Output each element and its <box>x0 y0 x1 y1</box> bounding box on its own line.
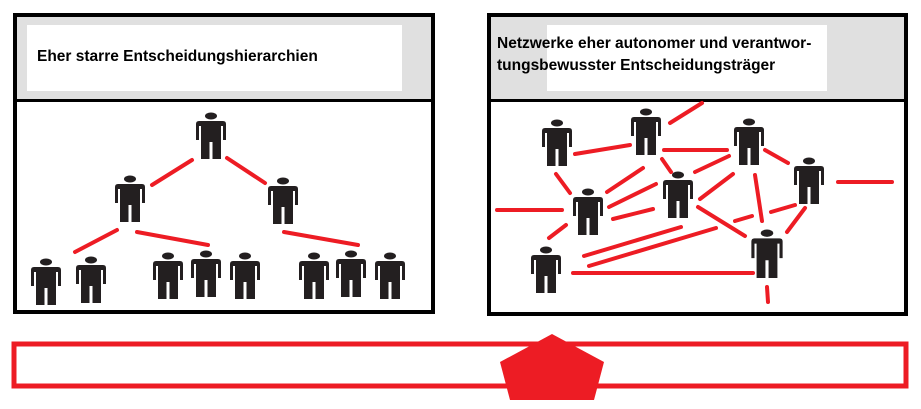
connection-line <box>668 101 704 125</box>
slider-track <box>11 341 909 389</box>
connection-line <box>73 228 119 254</box>
connection-line <box>763 148 790 165</box>
person-icon <box>631 108 661 155</box>
connection-line <box>733 214 754 223</box>
network-title-line2: tungsbewusster Entscheidungsträger <box>497 57 776 74</box>
connection-line <box>587 226 718 268</box>
connection-line <box>150 158 194 187</box>
connection-line <box>225 156 267 185</box>
network-panel: Netzwerke eher autonomer und verantwor- … <box>487 13 908 316</box>
connection-line <box>753 173 764 223</box>
connection-line <box>573 143 632 156</box>
connection-line <box>698 172 735 201</box>
person-icon <box>751 229 783 278</box>
connection-line <box>605 166 645 194</box>
person-icon <box>268 177 298 224</box>
person-icon <box>336 250 366 297</box>
person-icon <box>230 252 260 299</box>
hierarchy-people <box>31 112 405 305</box>
person-icon <box>375 252 405 299</box>
network-title-line1: Netzwerke eher autonomer und verantwor- <box>497 35 812 52</box>
connection-line <box>660 157 673 174</box>
person-icon <box>196 112 226 159</box>
connection-line <box>554 172 572 195</box>
title-box <box>547 25 827 91</box>
person-icon <box>191 250 221 297</box>
person-icon <box>734 118 764 165</box>
connection-line <box>611 207 655 221</box>
person-icon <box>299 252 329 299</box>
person-icon <box>794 157 824 204</box>
connection-lines <box>73 101 894 304</box>
connection-line <box>696 205 747 238</box>
connection-line <box>765 285 770 304</box>
person-icon <box>31 258 61 305</box>
connection-line <box>547 223 568 240</box>
hierarchy-panel: Eher starre Entscheidungshierarchien <box>13 13 435 314</box>
person-icon <box>531 246 561 293</box>
hierarchy-title: Eher starre Entscheidungshierarchien <box>37 48 318 65</box>
person-icon <box>542 119 572 166</box>
hierarchy-header: Eher starre Entscheidungshierarchien <box>17 17 431 102</box>
connection-line <box>693 154 731 174</box>
connection-line <box>607 182 658 209</box>
title-box <box>27 25 402 91</box>
connection-line <box>769 203 797 214</box>
person-icon <box>153 252 183 299</box>
connection-line <box>785 206 807 234</box>
network-header: Netzwerke eher autonomer und verantwor- … <box>491 17 904 102</box>
person-icon <box>115 175 145 222</box>
person-icon <box>573 188 603 235</box>
pentagon-marker <box>500 334 604 400</box>
person-icon <box>76 256 106 303</box>
connection-line <box>282 230 360 247</box>
person-icon <box>663 171 693 218</box>
network-people <box>531 108 824 293</box>
connection-line <box>582 225 683 258</box>
connection-line <box>135 230 210 247</box>
